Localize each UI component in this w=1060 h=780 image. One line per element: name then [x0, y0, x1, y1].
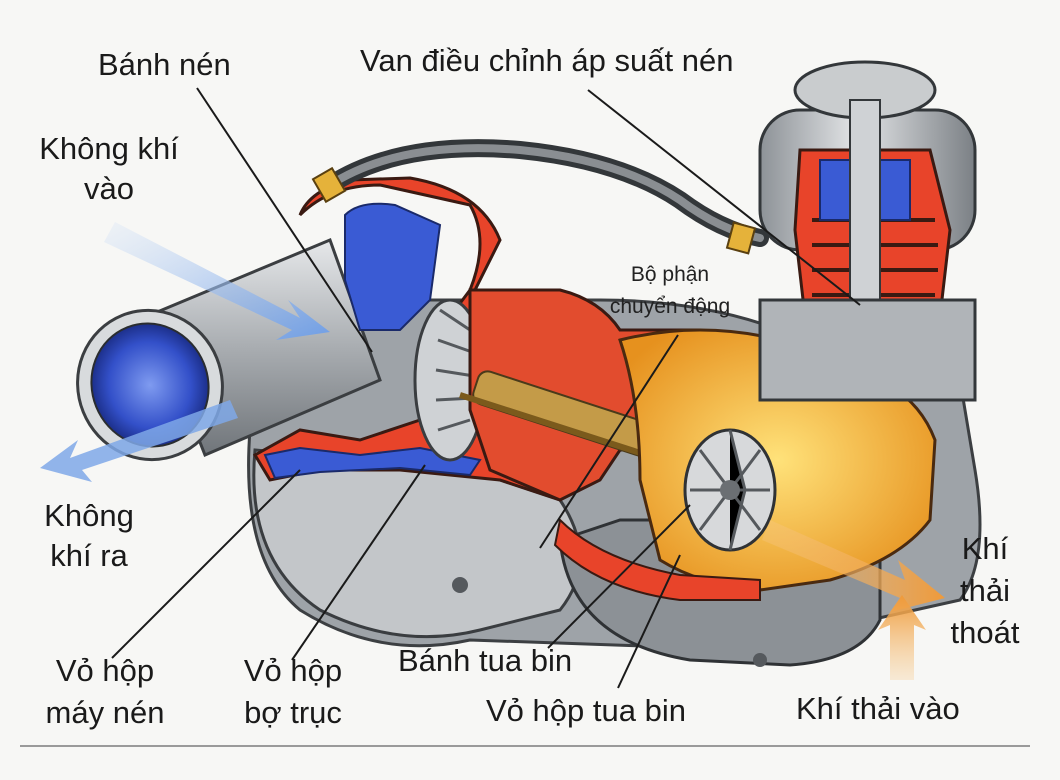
- leader-compressor-wheel: [196, 87, 373, 353]
- leader-bearing-housing: [291, 464, 426, 661]
- turbine-wheel-drawing: [683, 428, 777, 552]
- leader-turbine-housing: [617, 554, 681, 689]
- boost-hose: [311, 139, 769, 255]
- leader-wastegate: [587, 89, 861, 306]
- leader-moving-parts: [539, 334, 679, 549]
- label-air-in-line1: Không khí: [39, 131, 179, 166]
- label-air-out-line1: Không: [44, 498, 134, 533]
- label-compressor-housing-line2: máy nén: [45, 695, 165, 730]
- label-air-in-line2: vào: [84, 171, 134, 206]
- label-exhaust-in: Khí thải vào: [796, 691, 960, 726]
- label-compressor-housing-line1: Vỏ hộp: [55, 653, 155, 688]
- label-exhaust-out-line1: Khí: [961, 531, 1009, 566]
- label-turbine-wheel: Bánh tua bin: [398, 643, 573, 678]
- exhaust-in-arrow: [878, 595, 926, 680]
- leader-turbine-wheel: [547, 504, 691, 649]
- air-in-arrow: [104, 222, 330, 340]
- label-bearing-housing-line2: bợ trục: [244, 695, 342, 730]
- label-moving-parts-line1: Bộ phận: [630, 263, 710, 286]
- label-wastegate: Van điều chỉnh áp suất nén: [360, 43, 734, 78]
- label-exhaust-out-line3: thoát: [950, 615, 1020, 650]
- label-air-out-line2: khí ra: [50, 538, 128, 573]
- exhaust-out-arrow: [762, 520, 945, 612]
- label-exhaust-out-line2: thải: [960, 573, 1010, 608]
- leader-lines: [111, 87, 861, 689]
- leader-compressor-housing: [111, 469, 301, 659]
- label-turbine-housing: Vỏ hộp tua bin: [486, 693, 686, 728]
- label-compressor-wheel: Bánh nén: [98, 47, 231, 82]
- label-moving-parts-line2: chuyển động: [609, 295, 731, 318]
- air-out-arrow: [40, 400, 238, 482]
- wastegate-actuator: [758, 60, 977, 402]
- label-bearing-housing-line1: Vỏ hộp: [243, 653, 343, 688]
